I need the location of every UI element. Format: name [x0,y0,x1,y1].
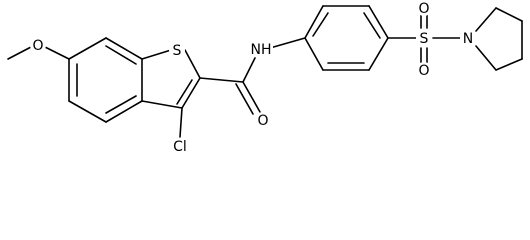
bond-ring-top [495,7,523,22]
atom-ring-sulfur: S [169,42,185,59]
bond-c7a-s [141,49,172,60]
bond-c3-cl [179,107,183,138]
bond-p6-p1 [304,37,324,71]
atom-sulfonyl-sulfur: S [416,30,432,47]
bond-c7-c6 [68,37,107,60]
bond-n-aryl [269,37,306,49]
label-background [416,30,432,46]
bond-c7a-c7-inner [105,45,137,65]
label-background [460,30,476,46]
atom-sulfonyl-oxygen-bottom: O [416,62,432,79]
label-background [416,0,432,16]
bond-p4-p5 [368,37,389,71]
label-background [170,138,190,154]
bond-p1-p2 [304,5,324,39]
bond-c2-carbonyl [199,77,244,83]
label-background [249,41,273,57]
bond-c7a-c7 [105,37,143,60]
atom-chlorine: Cl [170,138,190,155]
atom-label-o-top: O [418,1,429,17]
bond-c2-c3 [181,77,201,109]
bond-p3-p4-inner [363,12,381,39]
label-background [30,37,46,53]
bond-s-c2 [184,49,201,79]
atom-label-nh: NH [251,42,272,58]
bond-layer [7,5,523,138]
bond-c4-c3a [105,100,143,123]
bond-ring-bottom [495,58,523,71]
atom-label-o-methoxy: O [32,38,43,54]
bond-o-c6 [44,46,70,60]
bond-carbonyl-n [242,57,256,83]
atom-label-n-pyrrolidine: N [463,31,473,47]
label-background [169,42,185,58]
bond-p3-p4 [368,5,389,39]
atom-amide-nitrogen: NH [249,41,273,58]
atom-label-s-ring: S [173,43,182,59]
bond-c3-c3a [141,100,183,109]
atom-label-o-bottom: O [418,63,429,79]
atom-sulfonyl-oxygen-top: O [416,0,432,17]
label-background [255,112,271,128]
bond-carbonyl-o-double [235,83,254,115]
bond-p1-p2-inner [312,12,329,37]
bond-methyl-o [7,46,32,60]
bond-n-ring-top [475,7,497,32]
atom-label-o-carbonyl: O [257,113,268,129]
atom-label-s-sulfonyl: S [420,31,429,47]
chemical-structure-diagram: O S Cl NH O S O O [7,0,523,155]
bond-n-ring-bottom [475,45,497,71]
atom-label-cl: Cl [173,139,187,155]
bond-c4-c3a-inner [105,95,137,114]
atom-methoxy-oxygen: O [30,37,46,54]
atom-carbonyl-oxygen: O [255,112,271,129]
atom-pyrrolidine-nitrogen: N [460,30,476,47]
bond-carbonyl-o [242,81,261,113]
bond-c5-c4 [68,100,107,123]
bond-c2-c3-inner [176,79,193,105]
atom-label-layer: O S Cl NH O S O O [30,0,476,155]
label-background [416,62,432,78]
